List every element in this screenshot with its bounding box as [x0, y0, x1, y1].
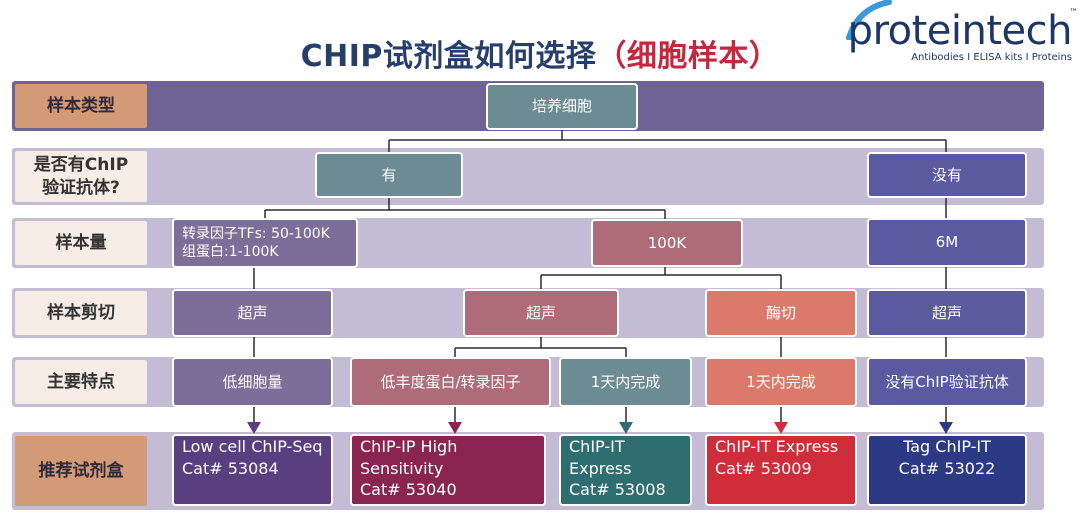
kit-name: ChIP-IP High Sensitivity	[360, 437, 458, 478]
node-no-antibody: 没有	[867, 152, 1027, 198]
row-label-kit: 推荐试剂盒	[15, 436, 147, 506]
title-main: CHIP试剂盒如何选择	[300, 39, 597, 74]
row-label-chip-antibody-line2: 验证抗体?	[42, 177, 120, 198]
node-cultured-cells: 培养细胞	[486, 83, 638, 130]
row-label-chip-antibody: 是否有ChIP 验证抗体?	[15, 151, 147, 202]
arrow-high-sensitivity	[448, 422, 462, 434]
row-label-chip-antibody-line1: 是否有ChIP	[33, 155, 129, 176]
kit-cat: Cat# 53008	[569, 480, 666, 500]
node-enzymatic: 酶切	[705, 289, 857, 337]
node-low-abundance: 低丰度蛋白/转录因子	[350, 357, 551, 407]
row-label-features: 主要特点	[15, 360, 147, 404]
kit-tag-chip-it: Tag ChIP-IT Cat# 53022	[867, 434, 1027, 506]
logo-tagline: Antibodies I ELISA kits I Proteins	[911, 52, 1072, 63]
node-100k: 100K	[591, 219, 743, 267]
node-one-day-1: 1天内完成	[559, 357, 692, 407]
kit-name: Low cell ChIP-Seq	[182, 437, 323, 456]
node-sonication-3: 超声	[867, 289, 1027, 337]
node-low-cell: 低细胞量	[172, 357, 333, 407]
node-tf-amount: 转录因子TFs: 50-100K 组蛋白:1-100K	[172, 218, 358, 268]
node-has-antibody: 有	[315, 152, 463, 198]
logo-trademark: ™	[1069, 8, 1078, 18]
page-title: CHIP试剂盒如何选择（细胞样本）	[0, 31, 1080, 75]
kit-chip-ip-high-sensitivity: ChIP-IP High Sensitivity Cat# 53040	[350, 434, 546, 506]
logo-swoosh-icon	[846, 0, 892, 40]
kit-cat: Cat# 53009	[715, 458, 812, 478]
kit-cat: Cat# 53084	[182, 458, 279, 478]
kit-chip-it-express-53008: ChIP-IT Express Cat# 53008	[559, 434, 692, 506]
row-label-sample-type: 样本类型	[15, 84, 147, 128]
kit-name: Tag ChIP-IT	[903, 437, 991, 456]
title-subtitle: （细胞样本）	[596, 39, 780, 74]
kit-name: ChIP-IT Express	[715, 437, 839, 456]
kit-cat: Cat# 53022	[898, 458, 996, 478]
kit-name: ChIP-IT Express	[569, 437, 632, 478]
node-6m: 6M	[867, 218, 1027, 267]
node-sonication-2: 超声	[463, 289, 619, 337]
node-one-day-2: 1天内完成	[705, 357, 857, 407]
node-sonication-1: 超声	[172, 289, 333, 337]
arrow-tag-chip	[939, 422, 953, 434]
kit-cat: Cat# 53040	[360, 480, 457, 500]
logo-wordmark: proteintech	[847, 8, 1073, 54]
row-label-shearing: 样本剪切	[15, 291, 147, 335]
node-tf-amount-line2: 组蛋白:1-100K	[182, 244, 279, 260]
arrow-low-cell	[247, 422, 261, 434]
kit-low-cell-chip-seq: Low cell ChIP-Seq Cat# 53084	[172, 434, 333, 506]
node-tf-amount-line1: 转录因子TFs: 50-100K	[182, 225, 330, 242]
kit-chip-it-express-53009: ChIP-IT Express Cat# 53009	[705, 434, 857, 506]
proteintech-logo: proteintech ™ Antibodies I ELISA kits I …	[845, 0, 1080, 70]
arrow-express-53008	[619, 422, 633, 434]
node-no-validated-antibody: 没有ChIP验证抗体	[867, 357, 1027, 407]
arrow-express-53009	[774, 422, 788, 434]
row-label-sample-amount: 样本量	[15, 221, 147, 265]
